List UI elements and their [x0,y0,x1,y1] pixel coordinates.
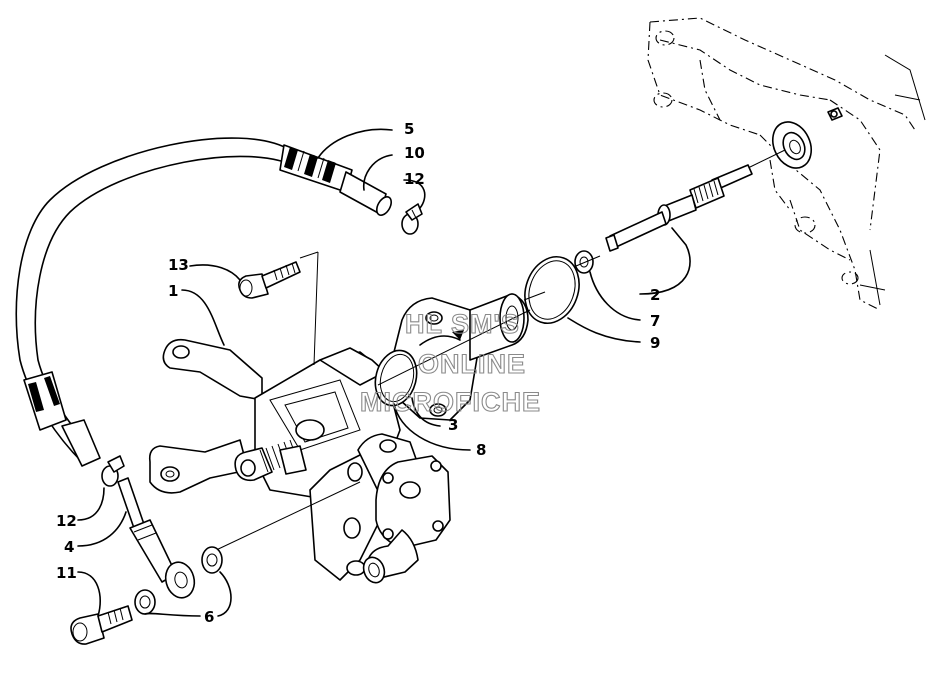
watermark-line-2: ONLINE [418,349,526,379]
callout-8: 8 [476,441,486,459]
callout-5: 5 [404,120,414,138]
callout-4: 4 [64,538,74,556]
o-ring [524,256,580,324]
leader-lines [77,128,691,617]
callout-9: 9 [650,334,660,352]
callout-3: 3 [448,416,458,434]
banjo-fitting [117,477,196,599]
watermark: HL SM'S ONLINE MICROFICHE [359,308,541,417]
callout-13: 13 [168,256,189,274]
callout-12-upper: 12 [404,170,425,188]
engine-case [647,17,926,311]
callout-2: 2 [650,286,660,304]
drive-shaft [605,149,786,252]
callout-labels: 1 2 3 4 5 6 7 8 9 10 11 12 12 13 [56,120,660,626]
callout-1: 1 [168,282,178,300]
callout-10: 10 [404,144,425,162]
banjo-bolt [70,605,133,645]
washer [574,250,594,274]
watermark-line-3: MICROFICHE [360,387,541,417]
hose-clamp-lower [101,455,125,487]
sealing-washers [134,546,223,615]
callout-11: 11 [56,564,77,582]
hose-clamp-upper [401,203,423,235]
watermark-line-1: HL SM'S [405,309,520,339]
callout-6: 6 [204,608,214,626]
callout-12-lower: 12 [56,512,77,530]
oil-pump-body [148,293,529,584]
bolt [238,261,301,299]
callout-7: 7 [650,312,660,330]
oil-hose [15,137,393,467]
